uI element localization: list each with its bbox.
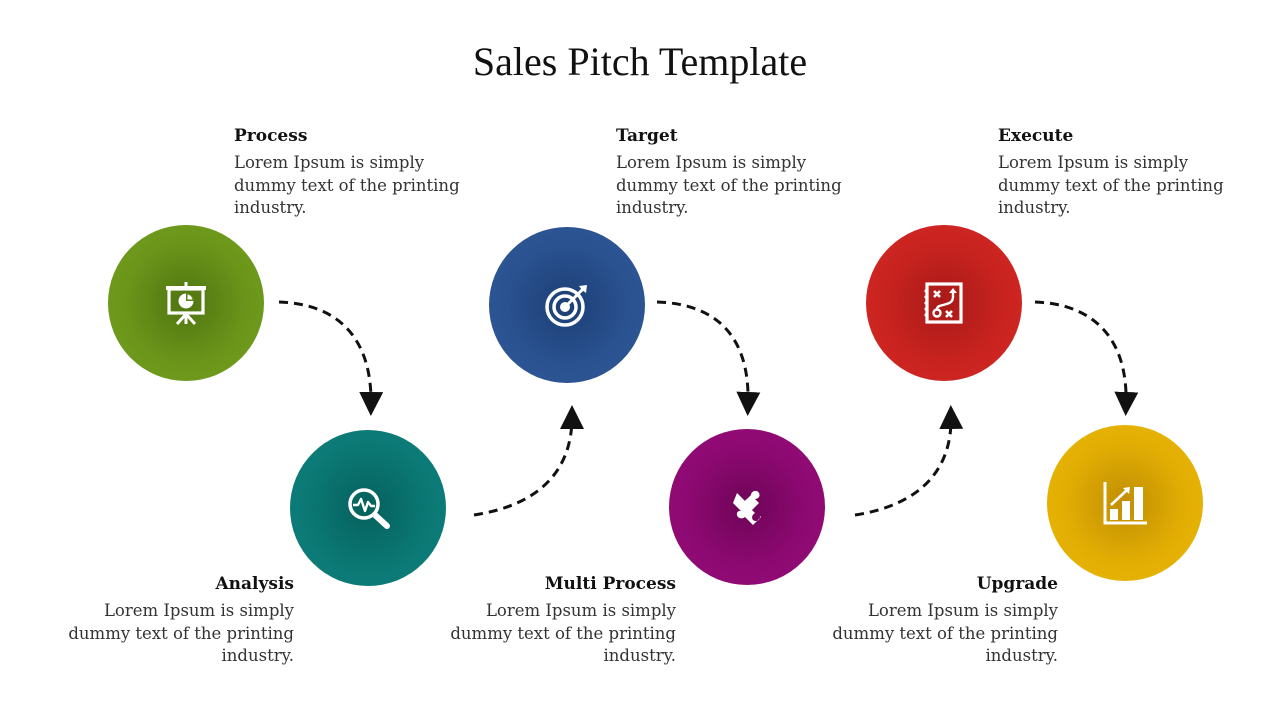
target-arrow-icon bbox=[545, 285, 587, 327]
step-description: Lorem Ipsum is simply dummy text of the … bbox=[450, 601, 676, 665]
step-target-text: Target Lorem Ipsum is simply dummy text … bbox=[616, 126, 856, 220]
step-description: Lorem Ipsum is simply dummy text of the … bbox=[234, 153, 460, 217]
step-multi-process-text: Multi Process Lorem Ipsum is simply dumm… bbox=[436, 574, 676, 668]
arrow-target-to-multi-process bbox=[656, 300, 761, 416]
step-description: Lorem Ipsum is simply dummy text of the … bbox=[832, 601, 1058, 665]
step-analysis-circle bbox=[290, 430, 446, 586]
magnifier-pulse-icon bbox=[348, 488, 390, 529]
arrow-process-to-analysis bbox=[278, 300, 384, 416]
step-multi-process-circle bbox=[669, 429, 825, 585]
step-heading: Process bbox=[234, 126, 308, 146]
puzzle-piece-icon bbox=[733, 490, 761, 525]
step-process-circle bbox=[108, 225, 264, 381]
step-description: Lorem Ipsum is simply dummy text of the … bbox=[616, 153, 842, 217]
step-heading: Analysis bbox=[215, 574, 294, 594]
step-heading: Upgrade bbox=[976, 574, 1058, 594]
step-process-text: Process Lorem Ipsum is simply dummy text… bbox=[234, 126, 474, 220]
step-description: Lorem Ipsum is simply dummy text of the … bbox=[68, 601, 294, 665]
step-analysis-text: Analysis Lorem Ipsum is simply dummy tex… bbox=[54, 574, 294, 668]
step-execute-circle bbox=[866, 225, 1022, 381]
step-heading: Execute bbox=[998, 126, 1074, 146]
arrow-analysis-to-target bbox=[473, 405, 584, 517]
arrow-multi-process-to-execute bbox=[854, 405, 964, 517]
step-target-circle bbox=[489, 227, 645, 383]
step-upgrade-circle bbox=[1047, 425, 1203, 581]
step-heading: Target bbox=[616, 126, 678, 146]
step-heading: Multi Process bbox=[544, 574, 676, 594]
page-title: Sales Pitch Template bbox=[472, 39, 808, 84]
growth-bar-chart-icon bbox=[1103, 482, 1147, 525]
step-upgrade-text: Upgrade Lorem Ipsum is simply dummy text… bbox=[818, 574, 1058, 668]
strategy-board-icon bbox=[924, 282, 963, 324]
presentation-chart-icon bbox=[166, 282, 206, 326]
step-execute-text: Execute Lorem Ipsum is simply dummy text… bbox=[998, 126, 1238, 220]
step-description: Lorem Ipsum is simply dummy text of the … bbox=[998, 153, 1224, 217]
arrow-execute-to-upgrade bbox=[1034, 300, 1139, 416]
